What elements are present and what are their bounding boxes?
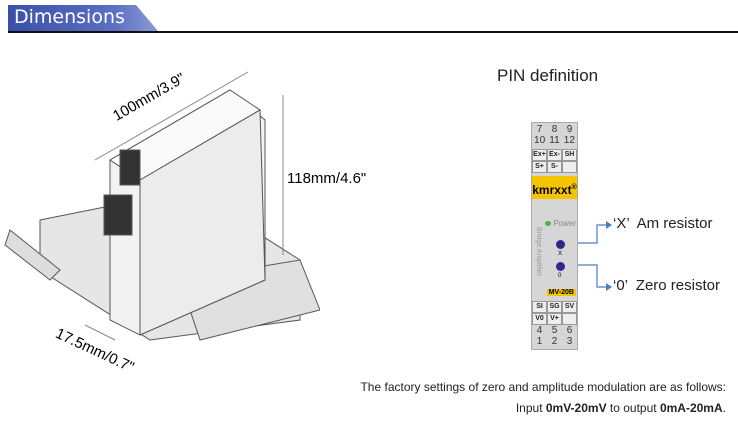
factory-note: The factory settings of zero and amplitu… xyxy=(360,380,726,394)
pin-labels-top-2: S+S- xyxy=(532,161,577,173)
callout-0: ‘0’ Zero resistor xyxy=(613,277,720,294)
width-dimension-line xyxy=(84,324,116,341)
callout-x: ‘X’ Am resistor xyxy=(613,215,713,232)
header-rule xyxy=(8,31,738,33)
height-label: 118mm/4.6" xyxy=(287,170,367,187)
zero-potentiometer[interactable] xyxy=(556,262,565,271)
x-potentiometer[interactable] xyxy=(556,240,565,249)
section-title: Dimensions xyxy=(14,6,125,28)
led-icon xyxy=(545,221,551,226)
brand-band: kmrxxt® xyxy=(532,176,577,199)
pot-x-label: X xyxy=(558,251,563,257)
section-header: Dimensions xyxy=(8,5,158,31)
model-label: MV-20B xyxy=(546,289,576,296)
pin-labels-top-1: Ex+Ex-SH xyxy=(532,149,577,161)
factory-range: Input 0mV-20mV to output 0mA-20mA. xyxy=(515,401,726,415)
device-drawing xyxy=(4,71,320,341)
length-dimension-line xyxy=(94,71,249,161)
pot-0-label: 0 xyxy=(558,273,562,279)
pin-title: PIN definition xyxy=(497,66,599,85)
power-led: Power xyxy=(545,219,576,228)
